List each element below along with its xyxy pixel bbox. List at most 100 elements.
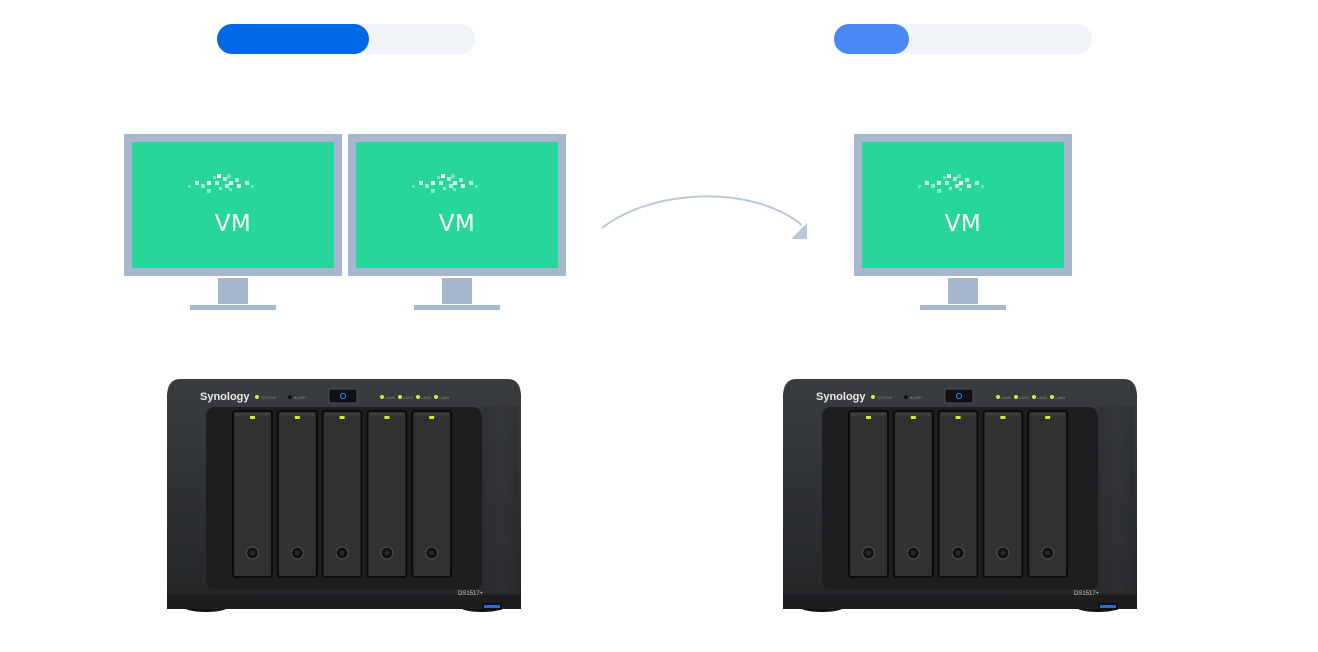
lan-led bbox=[416, 395, 420, 399]
drive-tray bbox=[937, 410, 979, 578]
drive-tray-top bbox=[324, 413, 360, 416]
drive-lock-keyhole bbox=[384, 550, 390, 556]
vm-pixel bbox=[229, 188, 232, 191]
lan-led bbox=[434, 395, 438, 399]
vm-pixel bbox=[235, 178, 239, 182]
vm-pixel bbox=[931, 184, 935, 188]
lan-led-label: LAN2 bbox=[403, 395, 414, 400]
drive-tray-top bbox=[940, 413, 976, 416]
vm-pixel bbox=[443, 187, 446, 190]
usb-port-insert bbox=[1100, 605, 1116, 608]
lan-led bbox=[398, 395, 402, 399]
drive-lock-keyhole bbox=[339, 550, 345, 556]
drive-lock-keyhole bbox=[1045, 550, 1051, 556]
status-led bbox=[871, 395, 875, 399]
monitor-stand-base bbox=[920, 305, 1006, 310]
drive-tray bbox=[366, 410, 408, 578]
drive-lock-keyhole bbox=[250, 550, 255, 556]
nas-bottom-band bbox=[167, 595, 521, 609]
alert-led-label: ALERT bbox=[294, 395, 307, 400]
vm-label: VM bbox=[214, 211, 252, 237]
lan-led bbox=[1032, 395, 1036, 399]
drive-led bbox=[250, 416, 255, 419]
vm-pixel bbox=[953, 177, 957, 181]
source-progress-bar bbox=[217, 24, 475, 54]
drive-tray bbox=[276, 410, 318, 578]
vm-monitor: VM bbox=[348, 134, 566, 310]
lan-led-label: LAN3 bbox=[1037, 395, 1048, 400]
vm-pixel bbox=[965, 178, 969, 182]
lan-led bbox=[996, 395, 1000, 399]
lan-led bbox=[1050, 395, 1054, 399]
drive-led bbox=[955, 416, 961, 419]
drive-tray-top bbox=[369, 413, 405, 416]
drive-led bbox=[1000, 416, 1006, 419]
drive-lock-keyhole bbox=[1000, 550, 1006, 556]
vm-pixel bbox=[237, 184, 241, 188]
drive-led bbox=[384, 416, 390, 419]
vm-pixel-icon bbox=[412, 174, 478, 193]
lan-led bbox=[380, 395, 384, 399]
monitor-bezel: VM bbox=[348, 134, 566, 276]
monitor-stand-neck bbox=[948, 278, 978, 304]
drive-lock-keyhole bbox=[429, 550, 435, 556]
vm-pixel-icon bbox=[188, 174, 254, 193]
vm-pixel bbox=[959, 181, 963, 185]
power-icon bbox=[340, 393, 346, 399]
vm-pixel bbox=[201, 184, 205, 188]
drive-tray bbox=[892, 410, 934, 578]
drive-tray bbox=[411, 410, 453, 578]
nas-brand-logo: Synology bbox=[816, 391, 866, 403]
vm-pixel bbox=[449, 184, 453, 188]
alert-led bbox=[904, 395, 908, 399]
status-led bbox=[255, 395, 259, 399]
lan-led-label: LAN2 bbox=[1019, 395, 1030, 400]
vm-pixel bbox=[918, 185, 921, 188]
vm-pixel bbox=[431, 189, 435, 193]
vm-pixel bbox=[227, 174, 231, 178]
vm-pixel bbox=[207, 189, 211, 193]
lan-led-label: LAN3 bbox=[421, 395, 432, 400]
vm-pixel bbox=[195, 181, 199, 185]
drive-tray-top bbox=[235, 413, 270, 416]
drive-lock-keyhole bbox=[294, 550, 300, 556]
vm-pixel bbox=[188, 185, 191, 188]
drive-led bbox=[1045, 416, 1051, 419]
vm-pixel bbox=[475, 185, 478, 188]
drive-lock-keyhole bbox=[866, 550, 871, 556]
vm-screen: VM bbox=[356, 142, 558, 268]
monitor-bezel: VM bbox=[124, 134, 342, 276]
vm-pixel bbox=[981, 185, 984, 188]
vm-pixel bbox=[439, 181, 443, 185]
drive-led bbox=[339, 416, 345, 419]
vm-pixel bbox=[207, 181, 211, 185]
power-button bbox=[328, 388, 358, 404]
vm-pixel bbox=[453, 181, 457, 185]
drive-tray bbox=[232, 410, 273, 578]
vm-pixel bbox=[459, 178, 463, 182]
lan-led-label: LAN1 bbox=[1001, 395, 1012, 400]
vm-pixel-icon bbox=[918, 174, 984, 193]
source-progress-fill bbox=[217, 24, 370, 54]
vm-pixel bbox=[959, 188, 962, 191]
nas-model-label: DS1517+ bbox=[1074, 591, 1100, 597]
lan-led bbox=[1014, 395, 1018, 399]
vm-pixel bbox=[955, 184, 959, 188]
drive-tray bbox=[848, 410, 889, 578]
drive-lock-keyhole bbox=[955, 550, 961, 556]
vm-pixel bbox=[229, 181, 233, 185]
vm-pixel bbox=[437, 176, 440, 179]
vm-pixel bbox=[949, 187, 952, 190]
vm-pixel bbox=[245, 181, 249, 185]
vm-pixel bbox=[947, 174, 951, 178]
monitor-bezel: VM bbox=[854, 134, 1072, 276]
status-led-label: STATUS bbox=[261, 395, 277, 400]
drive-tray-top bbox=[851, 413, 886, 416]
vm-pixel bbox=[975, 181, 979, 185]
power-button bbox=[944, 388, 974, 404]
vm-pixel bbox=[943, 176, 946, 179]
usb-port-insert bbox=[484, 605, 500, 608]
drive-tray bbox=[321, 410, 363, 578]
